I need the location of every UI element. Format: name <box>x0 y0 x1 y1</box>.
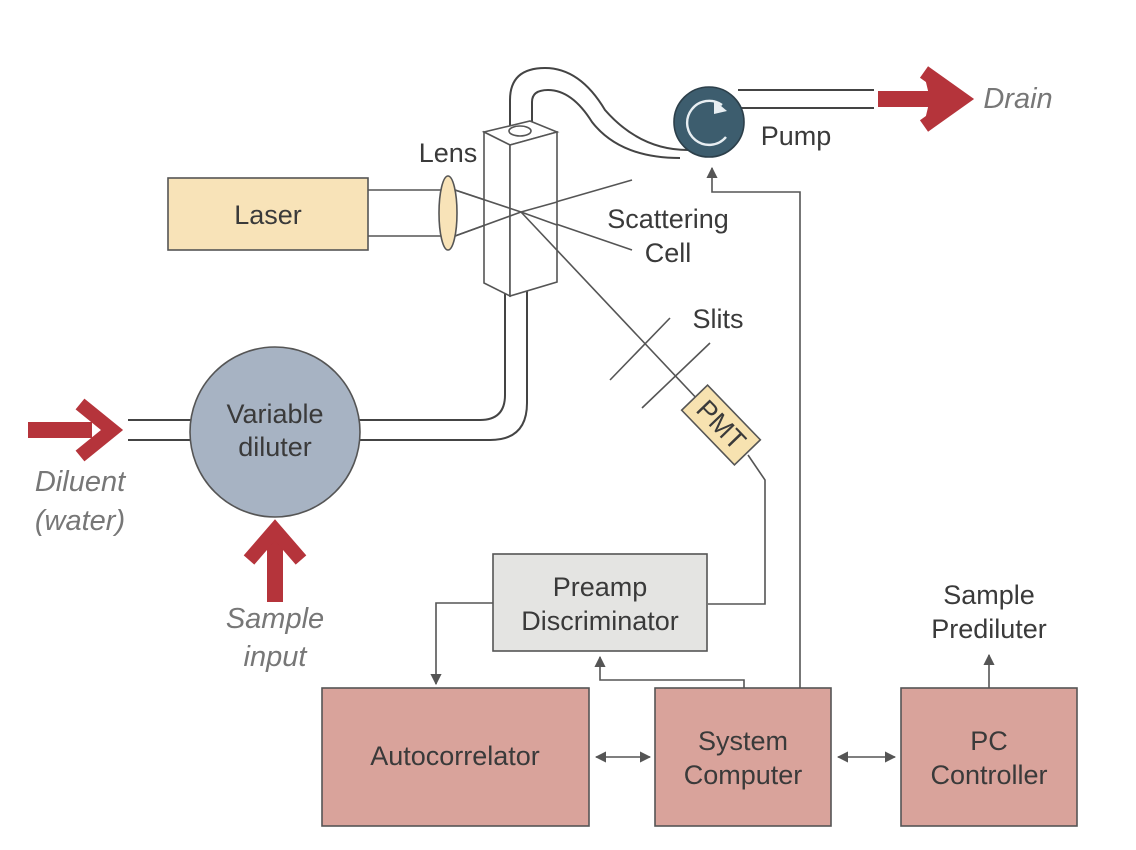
slits-label: Slits <box>692 304 743 334</box>
laser-label: Laser <box>234 200 302 230</box>
pump-label: Pump <box>761 121 832 151</box>
system-computer: System Computer <box>654 687 832 827</box>
drain-label: Drain <box>983 83 1052 115</box>
scattering-cell-label-2: Cell <box>645 238 692 268</box>
sample-input-label-1: Sample <box>226 603 324 635</box>
scattering-cell-label-1: Scattering <box>607 204 729 234</box>
pmt-to-preamp-line <box>708 454 766 605</box>
pc-controller-label-2: Controller <box>930 760 1047 790</box>
sample-input-label-2: input <box>244 641 309 673</box>
variable-diluter: Variable diluter <box>189 346 361 518</box>
preamp-box <box>492 553 708 652</box>
lens-label: Lens <box>419 138 478 168</box>
system-computer-label-1: System <box>698 726 788 756</box>
diluter-to-cell-tube <box>358 290 528 441</box>
system-computer-label-2: Computer <box>684 760 803 790</box>
preamp-label-1: Preamp <box>553 572 648 602</box>
preamp-discriminator: Preamp Discriminator <box>492 553 708 652</box>
pump-unit: Pump <box>673 86 832 158</box>
pmt-box <box>680 384 762 466</box>
laser-unit: Laser <box>167 177 369 251</box>
pc-controller-label-1: PC <box>970 726 1008 756</box>
preamp-label-2: Discriminator <box>521 606 679 636</box>
preamp-to-autocorrelator-line <box>430 602 493 686</box>
laser-beam <box>368 189 442 237</box>
diluent-inlet-tube <box>128 419 192 441</box>
computer-to-preamp-line <box>594 655 745 688</box>
diluent-label-2: (water) <box>35 505 125 537</box>
drain-arrow <box>878 66 975 132</box>
pump-to-drain-tube <box>738 89 874 109</box>
sample-input-arrow <box>243 519 307 602</box>
pump-rotation-icon <box>685 99 727 147</box>
system-computer-box <box>654 687 832 827</box>
pc-controller: PC Controller <box>900 687 1078 827</box>
lens: Lens <box>419 138 478 251</box>
pump-body <box>673 86 745 158</box>
computer-to-pump-line <box>706 166 801 688</box>
diluter-label-1: Variable <box>226 399 323 429</box>
scattered-beam <box>520 211 701 403</box>
sample-prediluter-label-2: Prediluter <box>931 614 1047 644</box>
sample-prediluter-label-1: Sample <box>943 580 1035 610</box>
diluent-arrow <box>28 398 124 462</box>
diluent-label-1: Diluent <box>35 466 127 498</box>
pc-controller-box <box>900 687 1078 827</box>
laser-box <box>167 177 369 251</box>
autocorrelator-label: Autocorrelator <box>370 741 540 771</box>
autocorrelator: Autocorrelator <box>321 687 590 827</box>
lens-shape <box>438 175 458 251</box>
cell-to-pump-tube <box>509 66 689 159</box>
pmt-unit: PMT <box>680 384 762 466</box>
scattering-cell <box>454 120 560 298</box>
slits: Slits <box>609 304 744 409</box>
autocorrelator-box <box>321 687 590 827</box>
diluter-label-2: diluter <box>238 432 312 462</box>
diluter-body <box>189 346 361 518</box>
